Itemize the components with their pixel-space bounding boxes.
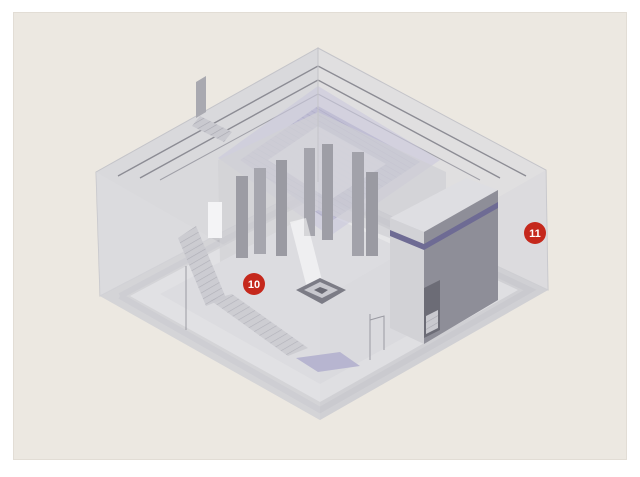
column bbox=[276, 160, 287, 256]
marker-11-label: 11 bbox=[529, 228, 541, 240]
altar-core bbox=[314, 287, 328, 294]
column bbox=[352, 152, 364, 256]
light-beam bbox=[290, 218, 324, 292]
right-tower-top bbox=[390, 178, 498, 232]
column bbox=[366, 172, 378, 256]
tower-stub bbox=[196, 76, 206, 118]
edge-line bbox=[369, 315, 385, 350]
marker-10[interactable]: 10 bbox=[243, 273, 265, 295]
column bbox=[304, 148, 315, 236]
doorway-left bbox=[208, 202, 222, 238]
right-tower-door-stairs bbox=[426, 310, 438, 334]
left-stairs bbox=[178, 226, 226, 306]
column bbox=[236, 176, 248, 258]
right-tower-front bbox=[390, 218, 424, 344]
tower-stub-stairs bbox=[192, 116, 232, 142]
column bbox=[322, 144, 333, 240]
left-front-stairs bbox=[210, 294, 308, 356]
marker-11[interactable]: 11 bbox=[524, 222, 546, 244]
columns bbox=[236, 144, 378, 258]
column bbox=[254, 168, 266, 254]
right-tower-side bbox=[424, 190, 498, 344]
floor-accent-strip bbox=[296, 352, 360, 372]
marker-10-label: 10 bbox=[248, 279, 260, 291]
